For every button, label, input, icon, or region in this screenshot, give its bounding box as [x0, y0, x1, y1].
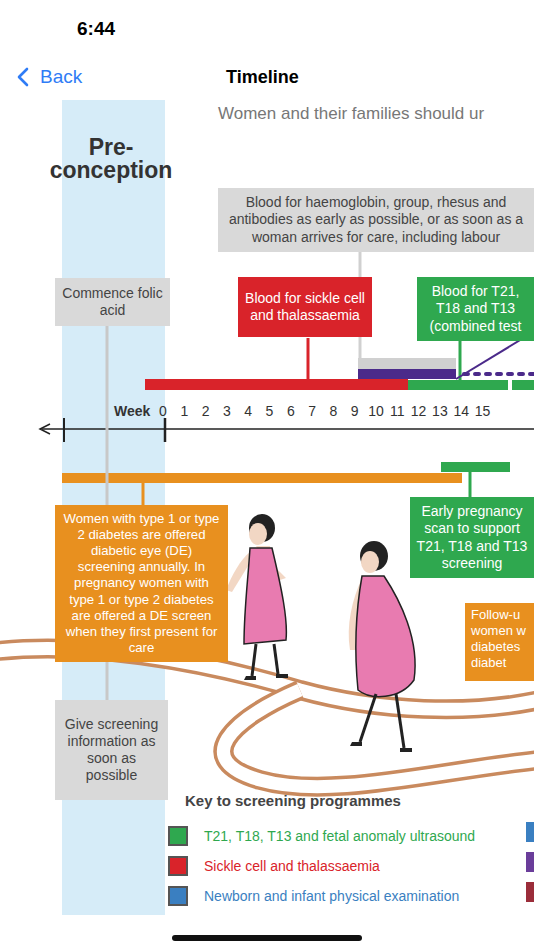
legend-text: T21, T18, T13 and fetal anomaly ultrasou… [204, 828, 475, 844]
grey-box: Blood for haemoglobin, group, rhesus and… [218, 188, 534, 252]
week-number: 9 [351, 403, 359, 419]
week-number: 5 [266, 403, 274, 419]
legend-text: Newborn and infant physical examination [204, 888, 459, 904]
orange-box: Women with type 1 or type 2 diabetes are… [55, 505, 228, 662]
box-text: Commence folic acid [61, 285, 164, 319]
week-number: 1 [180, 403, 188, 419]
week-number: 4 [244, 403, 252, 419]
week-number: 10 [368, 403, 384, 419]
week-number: 3 [223, 403, 231, 419]
legend-swatch [168, 886, 188, 906]
week-number: 12 [411, 403, 427, 419]
legend-swatch [168, 856, 188, 876]
legend-swatch [168, 826, 188, 846]
connector-line [107, 662, 108, 700]
pregnant-woman-figure [349, 541, 415, 752]
screen-title: Timeline [226, 67, 299, 88]
phase-heading: Pre- conception [36, 136, 186, 182]
legend-text: Sickle cell and thalassaemia [204, 858, 380, 874]
week-number: 11 [390, 403, 405, 419]
connector-line [107, 326, 108, 505]
intro-text: Women and their families should ur [218, 104, 484, 124]
grey-box: Give screening information as soon as po… [55, 700, 168, 800]
green-box: Blood for T21, T18 and T13 (combined tes… [417, 277, 534, 341]
box-text: Early pregnancy scan to support T21, T18… [416, 503, 528, 571]
legend-row: T21, T18, T13 and fetal anomaly ultrasou… [168, 826, 475, 846]
box-text: Blood for sickle cell and thalassaemia [244, 290, 366, 324]
status-time: 6:44 [77, 18, 115, 40]
woman-figure [226, 514, 288, 680]
back-button: Back [40, 66, 82, 88]
week-number: 13 [432, 403, 448, 419]
home-indicator [172, 935, 362, 941]
orange-box: Follow-u women w diabetes diabet [465, 603, 534, 681]
legend-heading: Key to screening programmes [185, 792, 401, 809]
week-number: 7 [308, 403, 316, 419]
week-axis [40, 418, 534, 442]
week-number: 2 [202, 403, 210, 419]
box-text: Follow-u women w diabetes diabet [471, 607, 528, 670]
box-text: Blood for T21, T18 and T13 (combined tes… [423, 283, 528, 334]
box-text: Women with type 1 or type 2 diabetes are… [61, 511, 222, 656]
legend-row: Sickle cell and thalassaemia [168, 856, 380, 876]
week-number: 6 [287, 403, 295, 419]
grey-box: Commence folic acid [55, 278, 170, 326]
week-number: 8 [330, 403, 338, 419]
week-number: 0 [159, 403, 167, 419]
week-number: 14 [453, 403, 469, 419]
axis-label: Week [114, 403, 150, 419]
box-text: Give screening information as soon as po… [61, 716, 162, 784]
box-text: Blood for haemoglobin, group, rhesus and… [224, 194, 528, 245]
back-chevron [19, 69, 27, 85]
red-box: Blood for sickle cell and thalassaemia [238, 277, 372, 337]
week-number: 15 [475, 403, 491, 419]
legend-row: Newborn and infant physical examination [168, 886, 459, 906]
green-box: Early pregnancy scan to support T21, T18… [410, 497, 534, 578]
